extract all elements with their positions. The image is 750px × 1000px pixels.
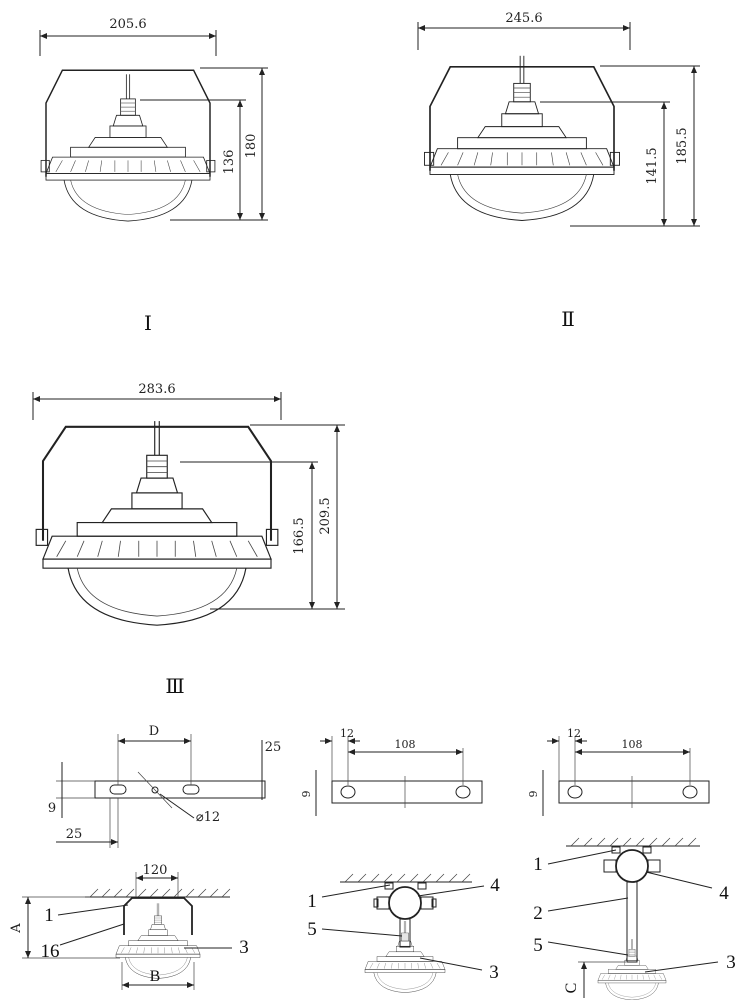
- view-3-label: Ⅲ: [165, 676, 184, 698]
- bracket-a-d-dim: D: [149, 724, 159, 739]
- mount-c-part-2: 2: [533, 903, 543, 924]
- bracket-c-edge-dim: 12: [567, 727, 581, 740]
- bracket-detail-b: 12 108 9: [300, 727, 483, 816]
- bracket-a-thickness-dim: 9: [48, 801, 56, 816]
- mount-b-part-1: 1: [307, 891, 317, 912]
- bracket-a-left-dim: 25: [66, 827, 83, 842]
- bracket-c-thickness-dim: 9: [527, 791, 540, 798]
- mount-c-part-3: 3: [726, 952, 736, 973]
- mount-a-part-1: 1: [44, 905, 54, 926]
- mount-c-c-dim: C: [563, 983, 580, 994]
- mount-c-part-4: 4: [719, 883, 729, 904]
- view-1: 205.6 136 180 Ⅰ: [39, 17, 268, 335]
- mount-a-b-dim: B: [150, 968, 161, 985]
- mounting-detail-a: 120 A B 1 16 3: [9, 863, 249, 990]
- bracket-a-offset-dim: 25: [265, 740, 282, 755]
- bracket-b-thickness-dim: 9: [300, 791, 313, 798]
- view-3-width-dim: 283.6: [138, 382, 175, 397]
- mount-a-part-3: 3: [239, 937, 249, 958]
- mount-b-part-4: 4: [490, 875, 500, 896]
- bracket-b-edge-dim: 12: [340, 727, 354, 740]
- view-3-outer-height-dim: 209.5: [318, 497, 333, 534]
- bracket-detail-a: D 25 9 25 ⌀12: [48, 724, 281, 848]
- mount-a-span-dim: 120: [143, 863, 168, 878]
- view-2-inner-height-dim: 141.5: [645, 147, 660, 184]
- view-3: 283.6 166.5 209.5 Ⅲ: [32, 382, 345, 698]
- bracket-b-pitch-dim: 108: [395, 738, 416, 751]
- view-3-inner-height-dim: 166.5: [292, 517, 307, 554]
- view-1-inner-height-dim: 136: [222, 150, 237, 175]
- view-2: 245.6 141.5 185.5 Ⅱ: [417, 11, 700, 331]
- mount-c-part-5: 5: [533, 935, 543, 956]
- bracket-a-hole-dim: ⌀12: [196, 810, 220, 825]
- mount-b-part-5: 5: [307, 919, 317, 940]
- view-1-width-dim: 205.6: [109, 17, 146, 32]
- mounting-detail-c: 1 4 2 5 3 C: [533, 837, 736, 1000]
- view-2-label: Ⅱ: [561, 309, 575, 331]
- mounting-detail-b: 1 4 5 3: [307, 873, 500, 993]
- bracket-c-pitch-dim: 108: [622, 738, 643, 751]
- view-2-outer-height-dim: 185.5: [675, 127, 690, 164]
- view-1-label: Ⅰ: [144, 313, 152, 335]
- mount-c-part-1: 1: [533, 854, 543, 875]
- bracket-detail-c: 12 108 9: [527, 727, 710, 816]
- mount-b-part-3: 3: [489, 962, 499, 983]
- mount-a-part-16: 16: [41, 941, 60, 962]
- view-2-width-dim: 245.6: [505, 11, 542, 26]
- mount-a-a-dim: A: [9, 923, 24, 934]
- view-1-outer-height-dim: 180: [244, 134, 259, 159]
